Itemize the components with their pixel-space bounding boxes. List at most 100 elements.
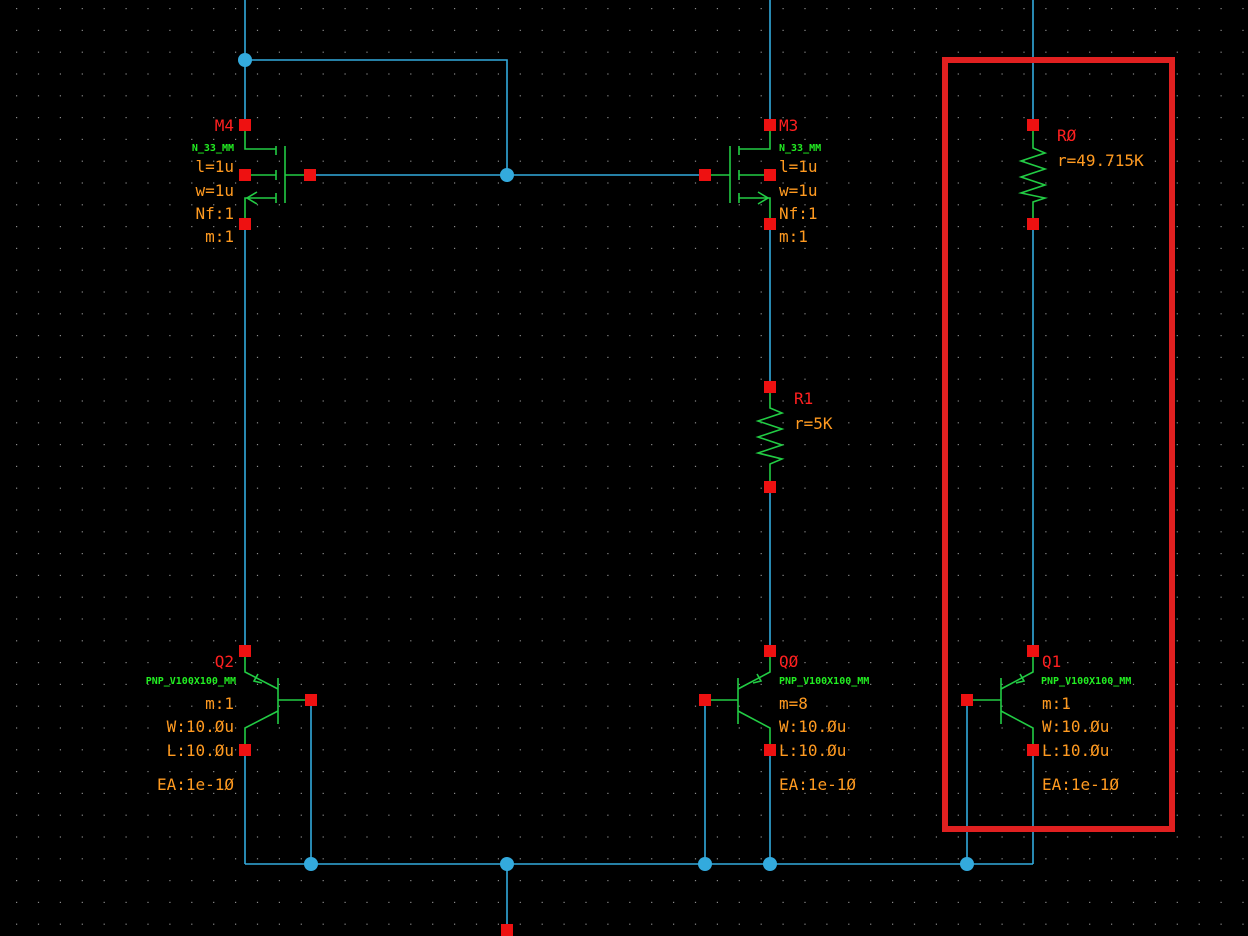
grid-dot [870,422,872,424]
grid-dot [366,51,368,53]
grid-dot [1154,727,1156,729]
grid-dot [169,356,171,358]
grid-dot [366,182,368,184]
grid-dot [344,640,346,642]
grid-dot [804,378,806,380]
resistor-r0[interactable] [1017,125,1049,224]
grid-dot [1198,531,1200,533]
grid-dot [256,138,259,140]
grid-dot [1242,247,1244,249]
resistor-r1[interactable] [755,387,785,487]
grid-dot [870,880,872,882]
grid-dot [673,727,675,729]
grid-dot [1176,858,1178,860]
grid-dot [1198,313,1200,315]
instance-label-m4: M4 [215,116,234,135]
grid-dot [81,204,83,206]
grid-dot [1111,226,1113,228]
grid-dot [1045,596,1047,598]
grid-dot [892,182,894,184]
grid-dot [366,444,368,446]
grid-dot [1220,923,1222,925]
grid-dot [147,596,149,598]
grid-dot [1067,356,1069,358]
grid-dot [782,683,784,685]
grid-dot [1176,400,1178,402]
grid-dot [979,705,981,707]
grid-dot [848,356,850,358]
grid-dot [563,29,565,31]
grid-dot [1089,8,1091,10]
grid-dot [716,95,718,97]
grid-dot [16,465,18,467]
grid-dot [497,771,499,773]
grid-dot [147,640,149,642]
grid-dot [694,378,697,380]
grid-dot [1023,683,1025,685]
grid-dot [37,226,40,228]
grid-dot [651,160,653,162]
grid-dot [804,814,806,816]
grid-dot [541,662,543,664]
grid-dot [366,553,368,555]
grid-dot [103,880,105,882]
grid-dot [1154,247,1156,249]
grid-dot [826,444,828,446]
grid-dot [826,880,828,882]
grid-dot [1001,313,1003,315]
grid-dot [957,95,959,97]
grid-dot [37,465,40,467]
grid-dot [673,531,675,533]
grid-dot [848,640,850,642]
bjt-q2[interactable] [244,651,311,750]
grid-dot [694,160,697,162]
grid-dot [454,8,456,10]
grid-dot [191,683,193,685]
grid-dot [760,509,762,511]
grid-dot [81,509,83,511]
grid-dot [103,574,105,576]
grid-dot [651,313,653,315]
grid-dot [278,465,280,467]
grid-dot [935,422,937,424]
grid-dot [454,117,456,119]
grid-dot [213,335,215,337]
grid-dot [37,596,40,598]
grid-dot [1067,814,1069,816]
grid-dot [16,8,18,10]
grid-dot [366,8,368,10]
grid-dot [673,749,675,751]
grid-dot [892,204,894,206]
grid-dot [388,226,390,228]
grid-dot [37,618,40,620]
grid-dot [191,444,193,446]
grid-dot [1198,836,1200,838]
grid-dot [979,923,981,925]
grid-dot [1132,553,1135,555]
grid-dot [673,160,675,162]
grid-dot [169,487,171,489]
grid-dot [16,73,18,75]
grid-dot [1001,640,1003,642]
grid-dot [979,182,981,184]
grid-dot [125,95,127,97]
grid-dot [213,73,215,75]
grid-dot [716,640,718,642]
grid-dot [1023,29,1025,31]
grid-dot [366,117,368,119]
grid-dot [563,858,565,860]
grid-dot [1089,117,1091,119]
grid-dot [37,509,40,511]
grid-dot [1067,662,1069,664]
grid-dot [519,596,521,598]
grid-dot [59,531,61,533]
param-ea-q2: EA:1e-1Ø [157,775,234,794]
grid-dot [541,160,543,162]
grid-dot [497,880,499,882]
grid-dot [147,422,149,424]
grid-dot [1089,400,1091,402]
pin [239,744,251,756]
grid-dot [103,95,105,97]
grid-dot [37,444,40,446]
